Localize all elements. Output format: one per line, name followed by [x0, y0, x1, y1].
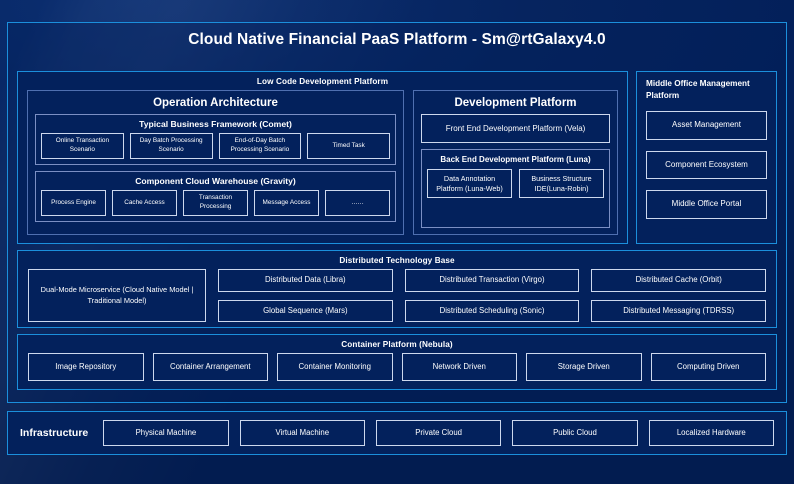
- box-container-arrangement[interactable]: Container Arrangement: [152, 353, 268, 381]
- box-more-ellipsis[interactable]: ……: [325, 190, 390, 216]
- box-process-engine[interactable]: Process Engine: [41, 190, 106, 216]
- back-end-development-platform-group: Back End Development Platform (Luna) Dat…: [421, 149, 610, 228]
- middle-office-management-platform-panel: Middle Office Management Platform Asset …: [636, 71, 777, 244]
- container-platform-title: Container Platform (Nebula): [341, 340, 453, 349]
- operation-architecture-panel: Operation Architecture Typical Business …: [27, 90, 404, 235]
- box-container-monitoring[interactable]: Container Monitoring: [277, 353, 393, 381]
- box-distributed-cache[interactable]: Distributed Cache (Orbit): [591, 269, 767, 292]
- low-code-panel-title: Low Code Development Platform: [256, 77, 389, 86]
- box-day-batch-processing-scenario[interactable]: Day Batch Processing Scenario: [129, 133, 213, 159]
- box-middle-office-portal[interactable]: Middle Office Portal: [646, 190, 767, 220]
- development-platform-panel: Development Platform Front End Developme…: [413, 90, 618, 235]
- box-virtual-machine[interactable]: Virtual Machine: [239, 419, 365, 447]
- component-cloud-warehouse-title: Component Cloud Warehouse (Gravity): [135, 176, 296, 186]
- development-platform-title: Development Platform: [454, 97, 577, 109]
- development-platform-body: Front End Development Platform (Vela) Ba…: [414, 114, 617, 234]
- box-private-cloud[interactable]: Private Cloud: [375, 419, 502, 447]
- typical-business-framework-row: Online Transaction Scenario Day Batch Pr…: [41, 133, 390, 159]
- box-global-sequence[interactable]: Global Sequence (Mars): [218, 299, 393, 323]
- dual-mode-microservice-wrapper: Dual-Mode Microservice (Cloud Native Mod…: [28, 269, 206, 323]
- container-platform-panel: Container Platform (Nebula) Image Reposi…: [17, 334, 777, 390]
- box-distributed-messaging[interactable]: Distributed Messaging (TDRSS): [591, 299, 767, 323]
- middle-office-item-list: Asset Management Component Ecosystem Mid…: [646, 110, 767, 235]
- box-distributed-data[interactable]: Distributed Data (Libra): [218, 269, 393, 292]
- operation-architecture-title: Operation Architecture: [153, 97, 278, 109]
- back-end-development-platform-title: Back End Development Platform (Luna): [440, 155, 591, 164]
- box-cache-access[interactable]: Cache Access: [112, 190, 177, 216]
- distributed-column-3: Distributed Cache (Orbit) Distributed Me…: [591, 269, 767, 323]
- box-dual-mode-microservice[interactable]: Dual-Mode Microservice (Cloud Native Mod…: [28, 269, 206, 323]
- distributed-technology-base-title: Distributed Technology Base: [339, 256, 455, 265]
- distributed-column-2: Distributed Transaction (Virgo) Distribu…: [404, 269, 580, 323]
- box-distributed-transaction[interactable]: Distributed Transaction (Virgo): [404, 269, 580, 292]
- component-cloud-warehouse-group: Component Cloud Warehouse (Gravity) Proc…: [35, 171, 396, 222]
- distributed-technology-base-panel: Distributed Technology Base Dual-Mode Mi…: [17, 250, 777, 328]
- box-network-driven[interactable]: Network Driven: [401, 353, 517, 381]
- box-asset-management[interactable]: Asset Management: [646, 110, 767, 140]
- box-image-repository[interactable]: Image Repository: [28, 353, 144, 381]
- box-distributed-scheduling[interactable]: Distributed Scheduling (Sonic): [404, 299, 580, 323]
- page-title: Cloud Native Financial PaaS Platform - S…: [188, 31, 606, 48]
- low-code-panel-body: Operation Architecture Typical Business …: [18, 90, 627, 243]
- box-business-structure-ide[interactable]: Business Structure IDE(Luna-Robin): [519, 169, 604, 199]
- box-front-end-development-platform[interactable]: Front End Development Platform (Vela): [421, 114, 610, 143]
- platform-outer-frame: Cloud Native Financial PaaS Platform - S…: [7, 22, 787, 403]
- container-platform-body: Image Repository Container Arrangement C…: [18, 353, 776, 389]
- back-end-development-platform-row: Data Annotation Platform (Luna-Web) Busi…: [427, 169, 604, 199]
- box-physical-machine[interactable]: Physical Machine: [103, 419, 229, 447]
- typical-business-framework-title: Typical Business Framework (Comet): [139, 119, 292, 129]
- distributed-technology-base-body: Dual-Mode Microservice (Cloud Native Mod…: [18, 269, 776, 330]
- infrastructure-label: Infrastructure: [20, 427, 89, 439]
- diagram-title-bar: Cloud Native Financial PaaS Platform - S…: [8, 23, 786, 57]
- distributed-column-1: Distributed Data (Libra) Global Sequence…: [218, 269, 393, 323]
- box-message-access[interactable]: Message Access: [254, 190, 319, 216]
- box-public-cloud[interactable]: Public Cloud: [512, 419, 638, 447]
- box-end-of-day-batch-processing-scenario[interactable]: End-of-Day Batch Processing Scenario: [218, 133, 302, 159]
- box-component-ecosystem[interactable]: Component Ecosystem: [646, 150, 767, 180]
- middle-office-panel-title: Middle Office Management Platform: [646, 79, 750, 100]
- typical-business-framework-group: Typical Business Framework (Comet) Onlin…: [35, 114, 396, 165]
- infrastructure-panel: Infrastructure Physical Machine Virtual …: [7, 411, 787, 455]
- box-transaction-processing[interactable]: Transaction Processing: [183, 190, 248, 216]
- box-computing-driven[interactable]: Computing Driven: [650, 353, 766, 381]
- box-storage-driven[interactable]: Storage Driven: [526, 353, 642, 381]
- box-online-transaction-scenario[interactable]: Online Transaction Scenario: [41, 133, 124, 159]
- upper-row: Low Code Development Platform Operation …: [17, 71, 777, 244]
- component-cloud-warehouse-row: Process Engine Cache Access Transaction …: [41, 190, 390, 216]
- low-code-development-platform-panel: Low Code Development Platform Operation …: [17, 71, 628, 244]
- box-data-annotation-platform[interactable]: Data Annotation Platform (Luna-Web): [427, 169, 512, 199]
- box-timed-task[interactable]: Timed Task: [307, 133, 390, 159]
- box-localized-hardware[interactable]: Localized Hardware: [648, 419, 774, 447]
